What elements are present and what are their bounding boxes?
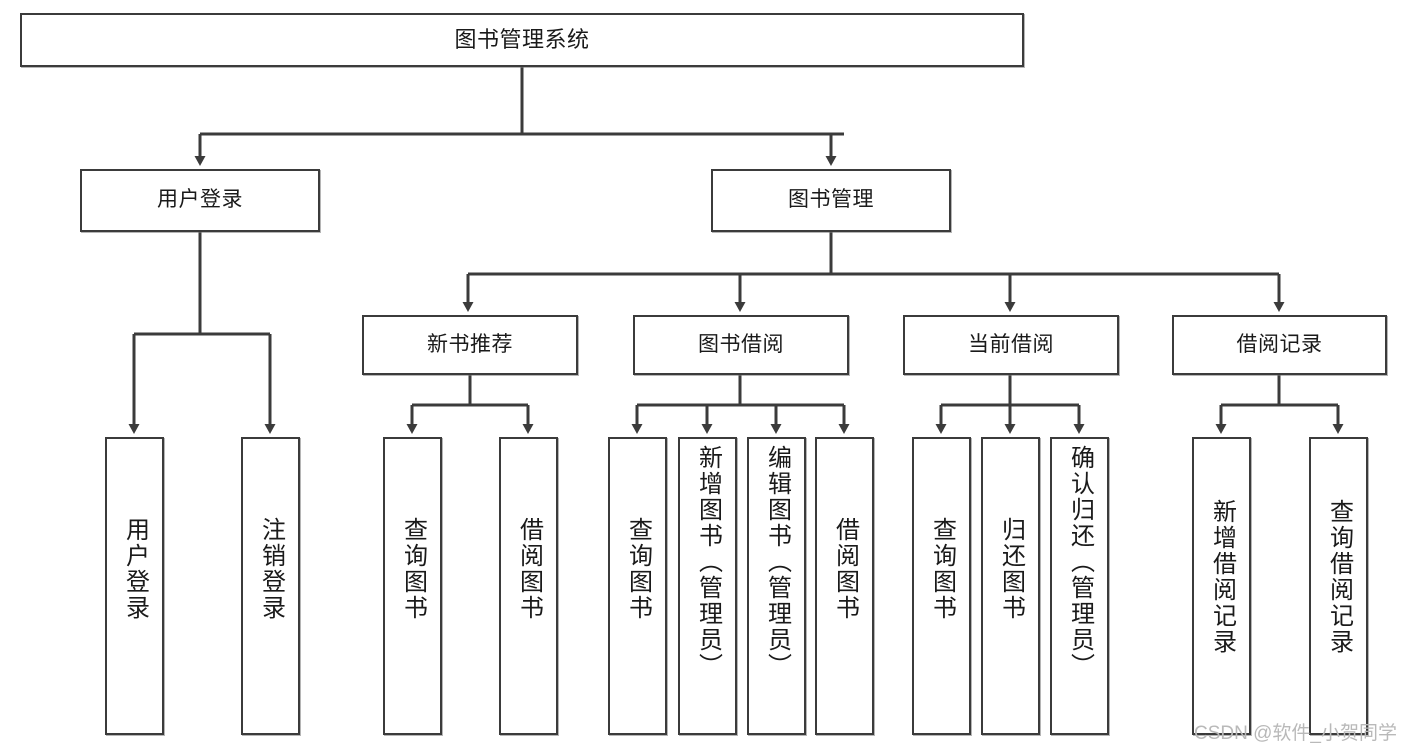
leaf-return-book[interactable]: 归还图书 [981, 437, 1040, 735]
leaf-confirm-return-admin[interactable]: 确认归还（管理员） [1050, 437, 1109, 735]
node-current-borrow[interactable]: 当前借阅 [903, 315, 1119, 375]
node-new-book-recommend[interactable]: 新书推荐 [362, 315, 578, 375]
node-label: 查询借阅记录 [1325, 499, 1353, 655]
leaf-borrow-book[interactable]: 借阅图书 [815, 437, 874, 735]
node-label: 用户登录 [121, 517, 149, 621]
node-label: 图书管理系统 [454, 27, 590, 53]
node-label: 确认归还（管理员） [1066, 445, 1094, 679]
leaf-query-book-recommend[interactable]: 查询图书 [383, 437, 442, 735]
leaf-add-borrow-record[interactable]: 新增借阅记录 [1192, 437, 1251, 735]
node-label: 当前借阅 [968, 332, 1054, 356]
node-label: 查询图书 [928, 517, 956, 621]
node-book-management[interactable]: 图书管理 [711, 169, 951, 232]
leaf-logout[interactable]: 注销登录 [241, 437, 300, 735]
leaf-add-book-admin[interactable]: 新增图书（管理员） [678, 437, 737, 735]
node-label: 编辑图书（管理员） [763, 445, 791, 679]
leaf-query-book-borrow[interactable]: 查询图书 [608, 437, 667, 735]
node-label: 归还图书 [997, 517, 1025, 621]
node-label: 新书推荐 [427, 332, 513, 356]
node-label: 新增图书（管理员） [694, 445, 722, 679]
node-label: 注销登录 [257, 517, 285, 621]
leaf-user-login[interactable]: 用户登录 [105, 437, 164, 735]
node-borrow-record[interactable]: 借阅记录 [1172, 315, 1387, 375]
node-label: 借阅图书 [515, 517, 543, 621]
node-label: 图书管理 [788, 188, 874, 212]
node-root-book-management-system[interactable]: 图书管理系统 [20, 13, 1024, 67]
leaf-edit-book-admin[interactable]: 编辑图书（管理员） [747, 437, 806, 735]
watermark: CSDN @软件_小贺同学 [1194, 723, 1397, 744]
node-label: 查询图书 [624, 517, 652, 621]
node-book-borrow[interactable]: 图书借阅 [633, 315, 849, 375]
node-label: 借阅图书 [831, 517, 859, 621]
leaf-query-borrow-record[interactable]: 查询借阅记录 [1309, 437, 1368, 735]
leaf-borrow-book-recommend[interactable]: 借阅图书 [499, 437, 558, 735]
node-label: 用户登录 [157, 188, 243, 212]
node-user-login[interactable]: 用户登录 [80, 169, 320, 232]
leaf-query-book-current[interactable]: 查询图书 [912, 437, 971, 735]
node-label: 查询图书 [399, 517, 427, 621]
node-label: 借阅记录 [1236, 332, 1323, 356]
node-label: 图书借阅 [698, 332, 784, 356]
node-label: 新增借阅记录 [1208, 499, 1236, 655]
